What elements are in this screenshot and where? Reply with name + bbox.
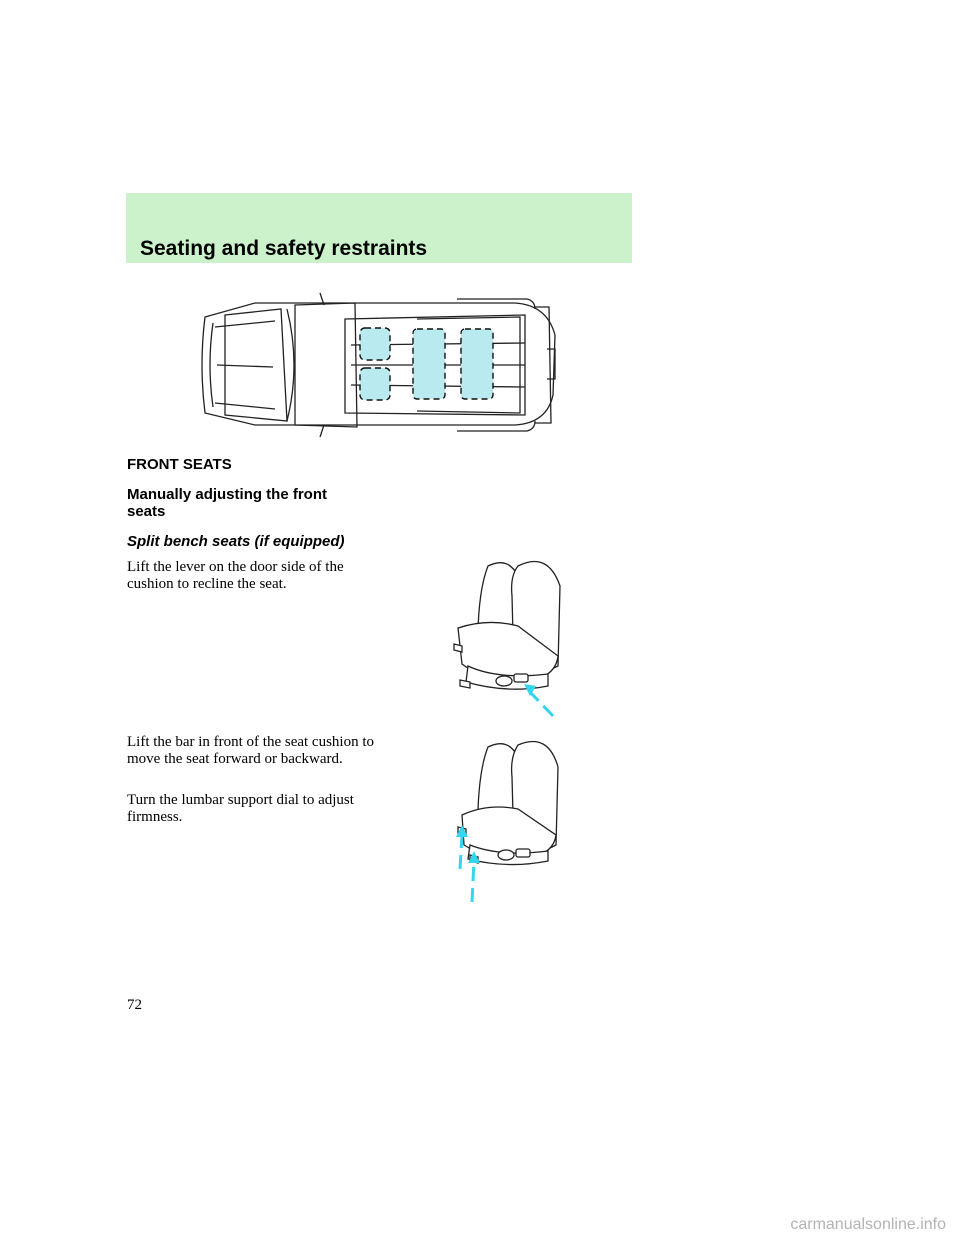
seat-recline-illustration (453, 560, 561, 718)
page-number: 72 (127, 997, 142, 1013)
paragraph-forward-backward: Lift the bar in front of the seat cushio… (127, 734, 375, 767)
section-heading-front-seats: FRONT SEATS (127, 456, 232, 473)
paragraph-lumbar: Turn the lumbar support dial to adjust f… (127, 792, 354, 825)
vehicle-top-view-illustration (201, 292, 556, 438)
watermark: carmanualsonline.info (790, 1216, 946, 1233)
seat-forward-illustration (456, 740, 559, 903)
page-header-title: Seating and safety restraints (140, 237, 428, 260)
sub-heading-manual-adjust: Manually adjusting the front seats (127, 486, 328, 520)
paragraph-recline: Lift the lever on the door side of the c… (127, 559, 344, 592)
header-band (126, 193, 632, 263)
sub-heading-split-bench: Split bench seats (if equipped) (127, 533, 345, 550)
